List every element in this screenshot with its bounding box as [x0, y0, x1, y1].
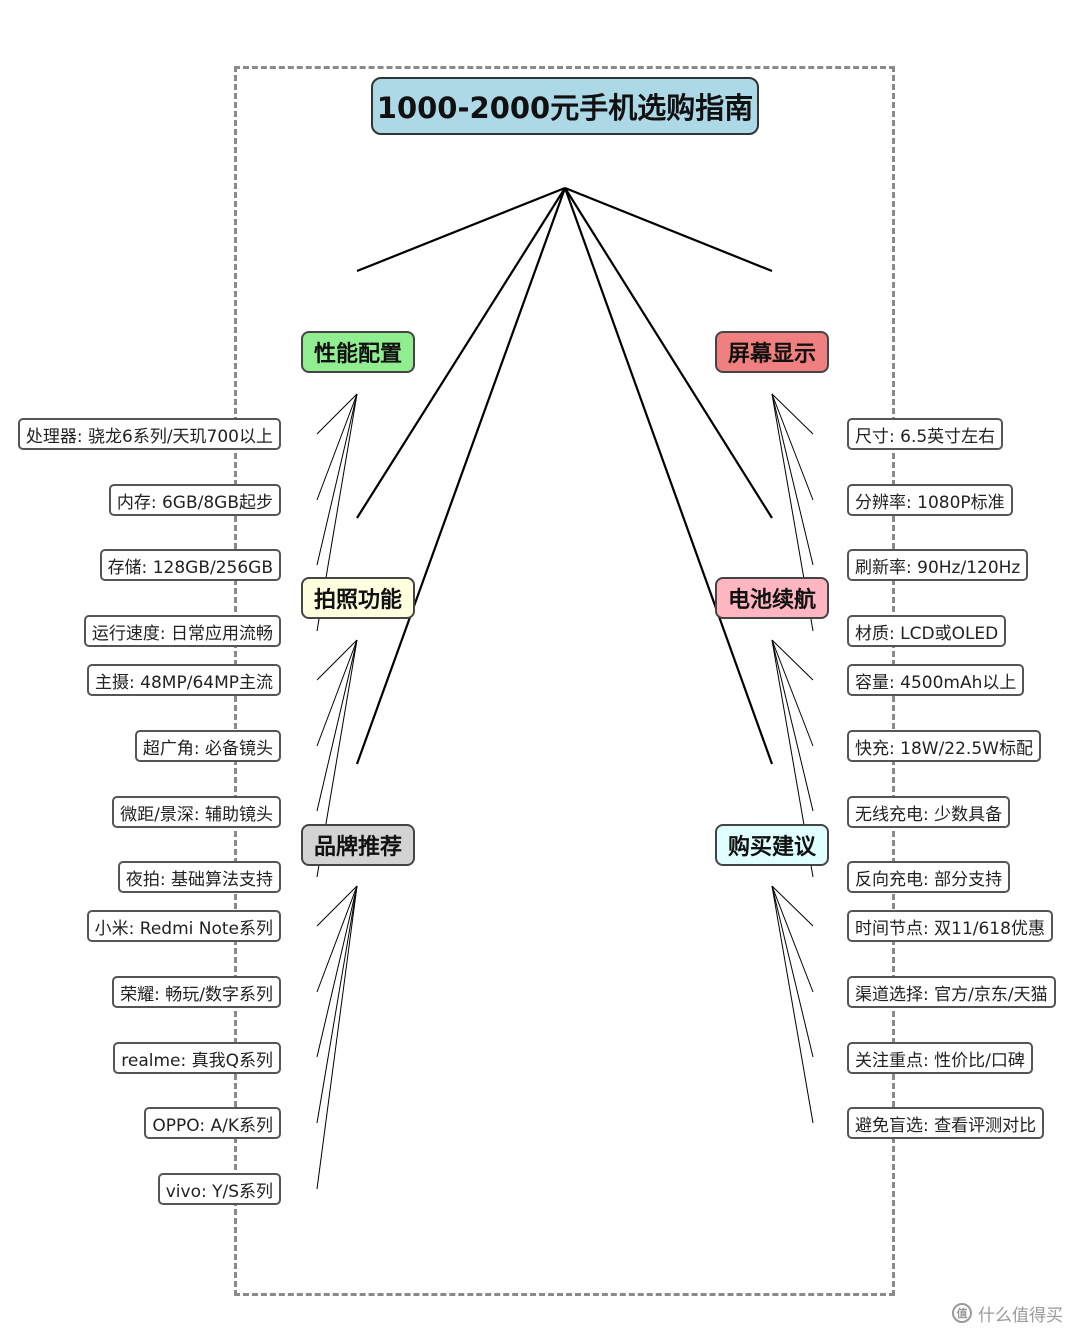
- category-display: 屏幕显示: [715, 331, 829, 373]
- leaf-refresh-rate: 刷新率: 90Hz/120Hz: [847, 549, 1029, 581]
- diagram-title: 1000-2000元手机选购指南: [371, 77, 759, 135]
- leaf-macro-depth: 微距/景深: 辅助镜头: [112, 796, 281, 828]
- leaf-connector: [316, 885, 358, 1190]
- leaf-speed: 运行速度: 日常应用流畅: [83, 615, 281, 647]
- leaf-connector: [771, 639, 814, 747]
- leaf-brand-xiaomi: 小米: Redmi Note系列: [86, 910, 281, 942]
- leaf-connector: [771, 885, 814, 927]
- leaf-connector: [316, 639, 358, 812]
- leaf-connector: [771, 393, 814, 501]
- leaf-brand-realme: realme: 真我Q系列: [113, 1042, 281, 1074]
- main-connector: [564, 186, 773, 273]
- leaf-connector: [771, 639, 814, 681]
- main-connector: [355, 187, 567, 765]
- watermark: 值 什么值得买: [952, 1298, 1063, 1328]
- leaf-ultrawide: 超广角: 必备镜头: [134, 730, 281, 762]
- leaf-connector: [771, 639, 814, 812]
- leaf-connector: [771, 885, 814, 1124]
- leaf-panel-material: 材质: LCD或OLED: [847, 615, 1007, 647]
- category-battery: 电池续航: [715, 577, 829, 619]
- leaf-night-shot: 夜拍: 基础算法支持: [117, 861, 281, 893]
- leaf-fast-charge: 快充: 18W/22.5W标配: [847, 730, 1041, 762]
- leaf-wireless-charge: 无线充电: 少数具备: [847, 796, 1011, 828]
- leaf-connector: [316, 885, 358, 993]
- category-performance: 性能配置: [301, 331, 415, 373]
- leaf-connector: [316, 393, 358, 501]
- main-connector: [564, 187, 773, 519]
- smzdm-logo-icon: 值: [952, 1303, 972, 1323]
- leaf-focus: 关注重点: 性价比/口碑: [847, 1042, 1033, 1074]
- leaf-timing: 时间节点: 双11/618优惠: [847, 910, 1053, 942]
- leaf-resolution: 分辨率: 1080P标准: [847, 484, 1013, 516]
- leaf-capacity: 容量: 4500mAh以上: [847, 664, 1025, 696]
- watermark-text: 什么值得买: [978, 1305, 1063, 1326]
- leaf-size: 尺寸: 6.5英寸左右: [847, 418, 1004, 450]
- leaf-connector: [771, 393, 814, 435]
- leaf-connector: [316, 885, 358, 1124]
- leaf-brand-oppo: OPPO: A/K系列: [144, 1107, 281, 1139]
- leaf-connector: [771, 393, 814, 566]
- main-connector: [356, 186, 566, 273]
- leaf-connector: [316, 885, 358, 927]
- leaf-brand-vivo: vivo: Y/S系列: [157, 1173, 281, 1205]
- leaf-connector: [771, 885, 814, 993]
- leaf-connector: [316, 885, 358, 1058]
- leaf-memory: 内存: 6GB/8GB起步: [108, 484, 281, 516]
- leaf-storage: 存储: 128GB/256GB: [99, 549, 281, 581]
- main-connector: [356, 187, 566, 519]
- leaf-processor: 处理器: 骁龙6系列/天玑700以上: [17, 418, 281, 450]
- leaf-connector: [316, 393, 358, 566]
- category-camera: 拍照功能: [301, 577, 415, 619]
- leaf-main-camera: 主摄: 48MP/64MP主流: [87, 664, 281, 696]
- leaf-connector: [316, 639, 358, 747]
- category-brands: 品牌推荐: [301, 824, 415, 866]
- leaf-connector: [771, 885, 814, 1058]
- category-purchase-advice: 购买建议: [715, 824, 829, 866]
- leaf-reverse-charge: 反向充电: 部分支持: [847, 861, 1011, 893]
- leaf-avoid-blind-buy: 避免盲选: 查看评测对比: [847, 1107, 1045, 1139]
- leaf-brand-honor: 荣耀: 畅玩/数字系列: [112, 976, 281, 1008]
- leaf-channel: 渠道选择: 官方/京东/天猫: [847, 976, 1056, 1008]
- leaf-connector: [316, 639, 358, 681]
- leaf-connector: [316, 393, 358, 435]
- main-connector: [563, 187, 774, 765]
